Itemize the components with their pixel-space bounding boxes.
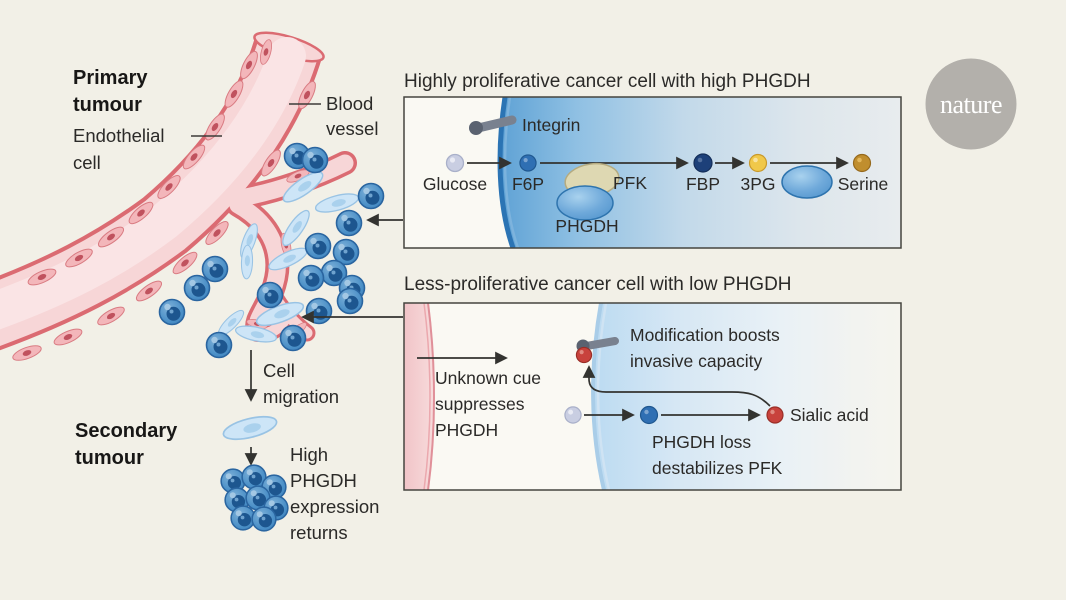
- f6p-molecule: [519, 154, 537, 172]
- vessel-lumen: [0, 37, 306, 330]
- nature-logo: nature: [925, 58, 1017, 150]
- unknown-cue-label: PHGDH: [435, 420, 498, 440]
- primary-tumour-label: Primary: [73, 67, 148, 89]
- glucose-label: Glucose: [423, 174, 487, 194]
- migrating-cell: [220, 411, 280, 445]
- fbp-molecule: [693, 153, 713, 173]
- threepg-molecule: [748, 153, 768, 173]
- integrin-receptor: [469, 115, 517, 135]
- f6p-molecule-low: [639, 405, 659, 425]
- cell-membrane: [497, 97, 516, 248]
- endothelial-cell-label: cell: [73, 152, 101, 173]
- low-cell-interior: [593, 303, 901, 490]
- threepg-highlight: [753, 157, 758, 163]
- high-phgdh-returns-label: returns: [290, 522, 348, 543]
- unknown-cue-label: suppresses: [435, 394, 525, 414]
- cell-migration-sequence: Cell migration Secondary tumour High PHG…: [75, 350, 379, 543]
- modification-label: invasive capacity: [630, 351, 763, 371]
- blood-vessel-label: vessel: [326, 118, 378, 139]
- serine-highlight: [857, 157, 862, 163]
- high-phgdh-returns-label: expression: [290, 496, 379, 517]
- blood-vessel-illustration: [0, 31, 385, 364]
- cell-migration-label: migration: [263, 386, 339, 407]
- high-phgdh-returns-label: PHGDH: [290, 470, 357, 491]
- low-membrane-inner: [596, 303, 611, 490]
- unknown-cue-label: Unknown cue: [435, 368, 541, 388]
- nature-logo-text: nature: [940, 90, 1002, 119]
- phgdh-label: PHGDH: [555, 216, 618, 236]
- vessel-wall-line-2: [427, 303, 435, 490]
- high-phgdh-returns-label: High: [290, 444, 328, 465]
- pfk-label: PFK: [613, 173, 647, 193]
- phgdh-loss-label: PHGDH loss: [652, 432, 751, 452]
- low-phgdh-panel-title: Less-proliferative cancer cell with low …: [404, 274, 792, 295]
- glucose-molecule: [445, 153, 465, 173]
- integrin-head: [469, 121, 483, 135]
- modification-label: Modification boosts: [630, 325, 780, 345]
- serine-label: Serine: [838, 174, 889, 194]
- secondary-tumour-cluster: [220, 464, 289, 532]
- f6p-label: F6P: [512, 174, 544, 194]
- secondary-tumour-label: tumour: [75, 447, 144, 469]
- phgdh-enzyme-2: [781, 165, 833, 199]
- phgdh-enzyme: [556, 185, 614, 221]
- vessel-wall-line: [423, 303, 431, 490]
- sialic-acid-molecule: [766, 406, 784, 424]
- integrin-label: Integrin: [522, 115, 580, 135]
- high-phgdh-panel-title: Highly proliferative cancer cell with hi…: [404, 71, 811, 92]
- blood-vessel-label: Blood: [326, 93, 373, 114]
- primary-tumour-label: tumour: [73, 94, 142, 116]
- phgdh-loss-label: destabilizes PFK: [652, 458, 783, 478]
- modified-integrin: [575, 337, 619, 364]
- sialic-acid-on-integrin: [575, 346, 593, 364]
- high-panel-border: [403, 96, 902, 249]
- secondary-tumour-label: Secondary: [75, 420, 178, 442]
- left-labels: Primary tumour Endothelial cell Blood ve…: [73, 67, 378, 173]
- low-panel-border: [403, 302, 902, 491]
- fbp-highlight: [697, 157, 703, 163]
- low-phgdh-panel: Less-proliferative cancer cell with low …: [403, 274, 902, 491]
- nature-logo-circle: [925, 58, 1017, 150]
- sialic-acid-label: Sialic acid: [790, 405, 869, 425]
- membrane-inner-line: [503, 97, 520, 248]
- serine-molecule: [852, 153, 872, 173]
- threepg-label: 3PG: [740, 174, 775, 194]
- low-cell-membrane: [591, 303, 606, 490]
- vessel-wall-band: [404, 303, 435, 490]
- high-phgdh-panel: Highly proliferative cancer cell with hi…: [403, 71, 902, 249]
- fbp-label: FBP: [686, 174, 720, 194]
- sialic-to-integrin-arrow: [582, 365, 771, 407]
- cell-migration-label: Cell: [263, 360, 295, 381]
- glucose-molecule-low: [564, 406, 582, 424]
- endothelial-cell-label: Endothelial: [73, 125, 165, 146]
